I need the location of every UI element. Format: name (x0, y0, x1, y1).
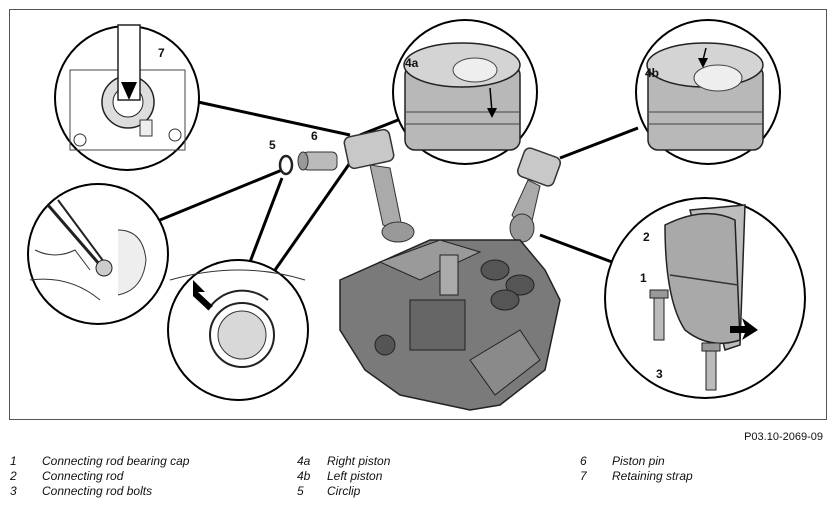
detail-connecting-rod (604, 197, 806, 399)
legend-number: 2 (10, 469, 17, 483)
callout-5: 5 (269, 138, 276, 152)
legend-column: 4a Right piston 4b Left piston 5 Circlip (297, 454, 390, 499)
legend-number: 4b (297, 469, 311, 483)
callout-6: 6 (311, 129, 318, 143)
arrow-down-icon (698, 58, 708, 68)
legend-item: 5 Circlip (297, 484, 390, 499)
legend-text: Piston pin (612, 454, 665, 468)
callout-7: 7 (158, 46, 165, 60)
callout-4a: 4a (405, 56, 419, 70)
arrow-icon (193, 280, 213, 310)
figure-reference: P03.10-2069-09 (744, 431, 823, 443)
legend-item: 4a Right piston (297, 454, 390, 469)
circlip-and-pin (278, 151, 338, 176)
piston-4b-assembly (509, 147, 562, 243)
legend-text: Circlip (327, 484, 361, 498)
callout-2: 2 (643, 230, 650, 244)
callout-4b: 4b (645, 66, 659, 80)
detail-retaining-strap (54, 24, 200, 171)
detail-piston-pin-bore (167, 259, 309, 401)
callout-3: 3 (656, 367, 663, 381)
legend-column: 6 Piston pin 7 Retaining strap (580, 454, 693, 484)
legend-text: Left piston (327, 469, 383, 483)
detail-left-piston (635, 19, 781, 165)
legend-number: 6 (580, 454, 587, 468)
legend-number: 4a (297, 454, 311, 468)
legend-text: Connecting rod (42, 469, 124, 483)
detail-circlip-removal (27, 183, 169, 325)
arrow-down-icon (487, 108, 497, 118)
callout-1: 1 (640, 271, 647, 285)
legend-item: 7 Retaining strap (580, 469, 693, 484)
legend-text: Right piston (327, 454, 391, 468)
leader-line (248, 177, 284, 263)
leader-line (159, 168, 283, 222)
legend-text: Connecting rod bearing cap (42, 454, 190, 468)
legend-item: 6 Piston pin (580, 454, 693, 469)
legend-item: 3 Connecting rod bolts (10, 484, 189, 499)
legend-item: 1 Connecting rod bearing cap (10, 454, 189, 469)
leader-line (559, 126, 639, 160)
leader-line (197, 100, 351, 137)
legend-text: Connecting rod bolts (42, 484, 153, 498)
legend-number: 1 (10, 454, 17, 468)
detail-right-piston (392, 19, 538, 165)
legend-item: 2 Connecting rod (10, 469, 189, 484)
leader-line (539, 233, 613, 264)
legend-item: 4b Left piston (297, 469, 390, 484)
leader-lines (159, 100, 639, 271)
piston-4a-assembly (343, 128, 415, 243)
leader-line (273, 159, 354, 271)
arrow-left-icon (730, 318, 758, 340)
legend-number: 3 (10, 484, 17, 498)
legend-text: Retaining strap (612, 469, 693, 483)
legend-number: 7 (580, 469, 587, 483)
legend-number: 5 (297, 484, 304, 498)
engine-block (339, 239, 561, 411)
arrow-down-icon (121, 82, 137, 100)
engine-diagram: 7 4a 4b 5 6 2 1 3 (27, 19, 806, 411)
